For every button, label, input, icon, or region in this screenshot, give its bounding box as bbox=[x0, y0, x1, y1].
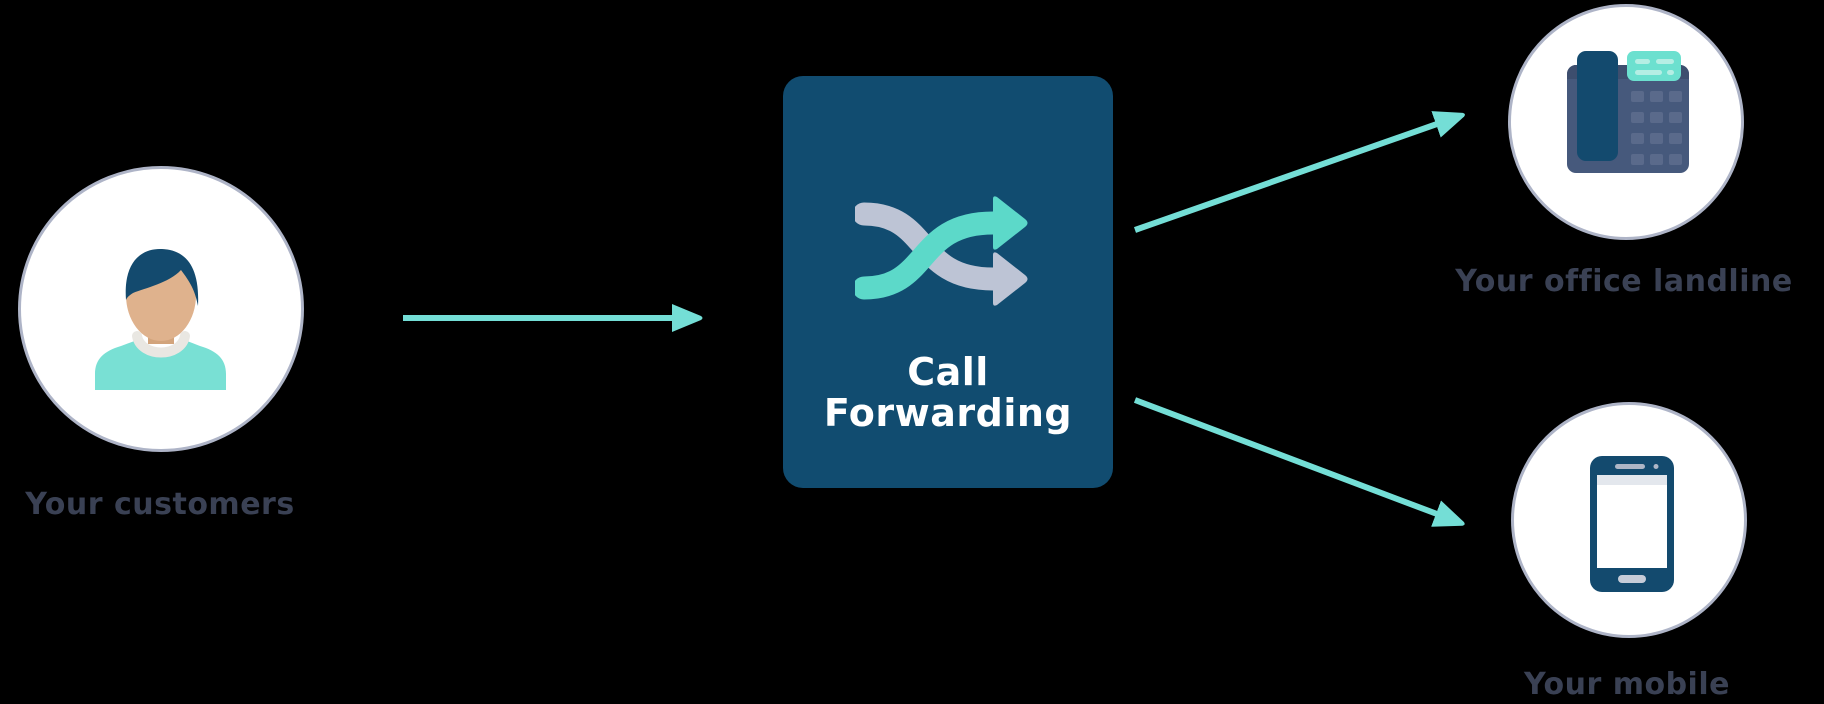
arrow-forwarding-to-mobile bbox=[1133, 397, 1465, 527]
customers-label: Your customers bbox=[25, 487, 295, 522]
landline-label: Your office landline bbox=[1455, 264, 1793, 299]
call-forwarding-card: Call Forwarding bbox=[783, 76, 1113, 488]
shuffle-icon bbox=[855, 196, 1028, 306]
forwarding-title: Call Forwarding bbox=[823, 350, 1073, 435]
mobile-circle bbox=[1511, 402, 1747, 638]
landline-circle bbox=[1508, 4, 1744, 240]
mobile-label: Your mobile bbox=[1524, 667, 1730, 702]
person-avatar-icon bbox=[95, 248, 226, 390]
customers-circle bbox=[18, 166, 304, 452]
smartphone-icon bbox=[1590, 456, 1674, 592]
desk-phone-icon bbox=[1567, 51, 1689, 173]
shuffle-teal-path bbox=[855, 196, 1028, 300]
arrow-forwarding-to-landline bbox=[1134, 111, 1465, 233]
